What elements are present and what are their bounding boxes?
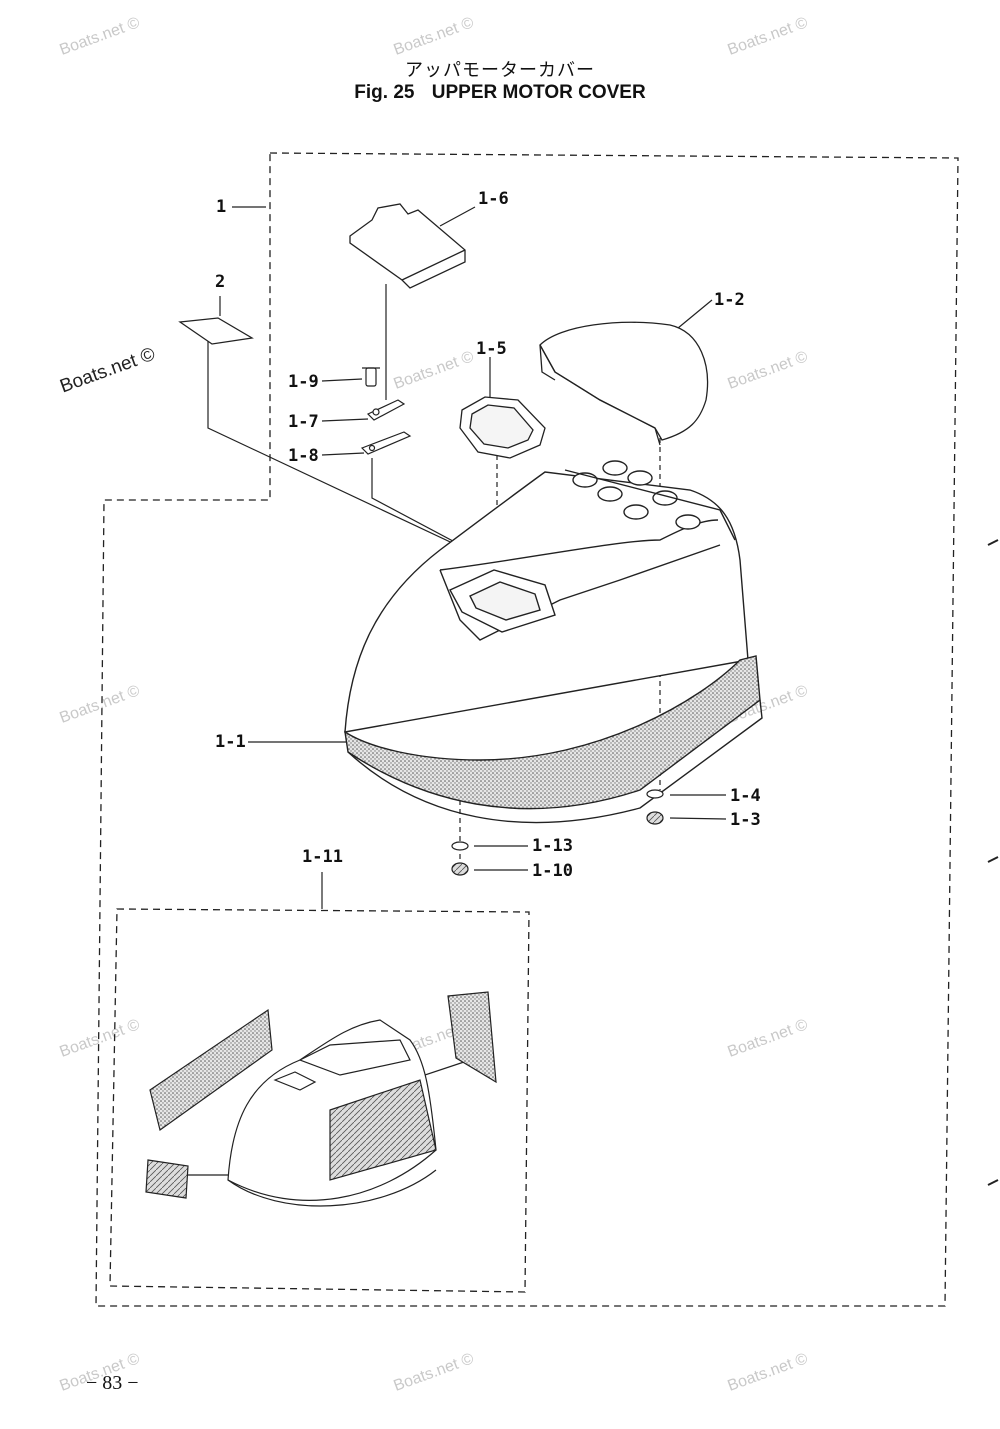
figure-number: Fig. 25	[354, 82, 415, 103]
latch-hardware	[360, 367, 412, 455]
decal-set-1-11	[145, 991, 497, 1207]
callout-1-5: 1-5	[476, 339, 507, 359]
lid-1-6	[349, 203, 466, 289]
callout-2: 2	[215, 272, 226, 292]
callout-1-6: 1-6	[478, 189, 509, 209]
motor-cover-1-1	[344, 460, 763, 824]
callout-1-11: 1-11	[302, 847, 343, 867]
callout-1-1: 1-1	[215, 732, 246, 752]
kit-boundary-1	[95, 152, 959, 1307]
cap-1-2	[539, 321, 709, 446]
callout-1: 1	[216, 197, 227, 217]
callout-1-10: 1-10	[532, 861, 573, 881]
figure-title-english: UPPER MOTOR COVER	[431, 82, 646, 103]
callout-1-8: 1-8	[288, 446, 319, 466]
decal-2	[178, 317, 254, 345]
callout-1-3: 1-3	[730, 810, 761, 830]
figure-title: Fig. 25 UPPER MOTOR COVER	[0, 82, 1000, 104]
page-number: − 83 −	[86, 1372, 139, 1394]
callout-1-2: 1-2	[714, 290, 745, 310]
callout-1-7: 1-7	[288, 412, 319, 432]
kit-boundary-1-11	[109, 908, 530, 1293]
margin-marks	[987, 539, 999, 1186]
grommet-1-5	[459, 396, 546, 459]
figure-title-japanese: アッパモーターカバー	[405, 60, 595, 81]
callout-1-13: 1-13	[532, 836, 573, 856]
callout-1-9: 1-9	[288, 372, 319, 392]
callout-1-4: 1-4	[730, 786, 761, 806]
fasteners	[451, 789, 664, 876]
